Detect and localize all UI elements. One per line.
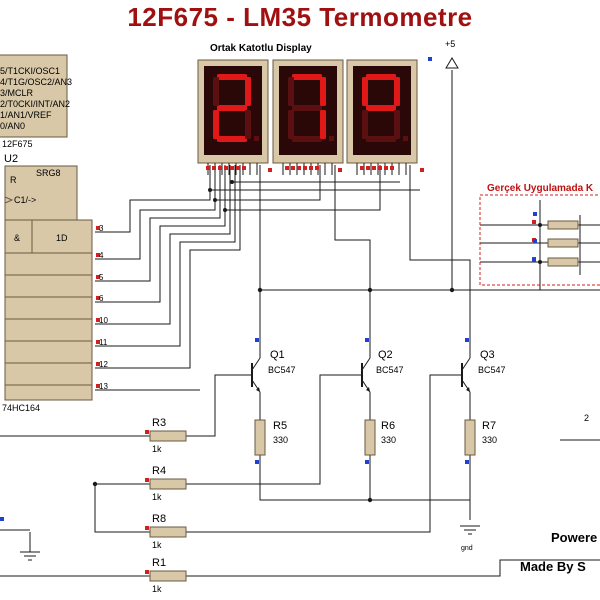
display-segment-f [362,77,368,106]
display-segment-b [245,77,251,106]
sr-reset-pin-label: R [10,175,17,185]
r6-ref-label: R6 [381,420,396,432]
footer-powered: Powere [551,530,598,545]
sr-output-pin: 12 [99,360,108,369]
pic-chip-body [0,54,68,138]
page-title: 12F675 - LM35 Termometre [127,2,473,32]
display-segment-b [320,77,326,106]
sr-output-pin: 11 [99,338,108,347]
pic-pin-label: 3/MCLR [0,88,34,98]
pic-pin-label: 1/AN1/VREF [0,110,52,120]
display-segment-g [217,105,247,111]
r1-value-label: 1k [152,584,162,594]
r7-ref-label: R7 [482,420,497,432]
r4-ref-label: R4 [152,465,167,477]
q3-ref-label: Q3 [480,349,495,361]
sr-name-label: SRG8 [36,168,61,178]
npn-transistor [240,340,261,420]
sr-ref-label: U2 [4,153,19,165]
pic-pin-label: 0/AN0 [0,121,26,131]
q3-part-label: BC547 [478,365,506,375]
gnd-label: gnd [461,545,473,552]
pic-pin-label: 2/T0CKI/INT/AN2 [0,99,71,109]
display-segment-a [292,74,322,80]
display-segment-d [366,136,396,142]
resistors-vertical [254,419,476,456]
q2-part-label: BC547 [376,365,404,375]
display-segment-g [292,105,322,111]
real-application-box [479,194,600,286]
r8-ref-label: R8 [152,513,167,525]
shift-register [4,165,93,401]
sr-data-label: 1D [56,233,68,243]
r3-value-label: 1k [152,444,162,454]
seven-segment-digit [346,59,418,175]
transistors [240,340,471,420]
display-segment-d [292,136,322,142]
sr-and-label: & [14,233,21,243]
r3-ref-label: R3 [152,417,167,429]
display-segment-a [217,74,247,80]
wires [0,70,600,577]
r5-ref-label: R5 [273,420,288,432]
ground-symbol-left [20,551,40,561]
r6-value-label: 330 [381,435,397,445]
r1-ref-label: R1 [152,557,167,569]
pic-pin-label: 4/T1G/OSC2/AN3 [0,77,73,87]
supply-label: +5 [445,39,456,49]
sr-output-pin: 10 [99,316,108,325]
npn-transistor [350,340,371,420]
misc-pin-label: 2 [584,413,590,423]
display-segment-a [366,74,396,80]
junctions [92,180,542,503]
sr-output-pin: 3 [99,224,104,233]
pin-markers [0,57,537,574]
q1-ref-label: Q1 [270,349,285,361]
display-segment-e [362,110,368,139]
display-segment-c [245,110,251,139]
sr-output-pin: 4 [99,251,104,260]
real-application-label: Gerçek Uygulamada K [487,183,594,194]
display-segment-f [288,77,294,106]
q1-part-label: BC547 [268,365,296,375]
sr-output-pin: 13 [99,382,108,391]
pic-pin-label: 5/T1CKI/OSC1 [0,66,61,76]
display-segment-e [213,110,219,139]
ground-symbol-q3 [460,525,480,535]
display-segment-f [213,77,219,106]
sr-output-pin: 6 [99,294,104,303]
seven-segment-digit [197,59,269,175]
display-segment-d [217,136,247,142]
npn-transistor [450,340,471,420]
display-segment-b [394,77,400,106]
footer-made-by: Made By S [520,559,586,574]
display-segment-g [366,105,396,111]
resistors-horizontal [149,430,187,582]
supply-arrow [445,57,459,69]
sr-clock-pin-label: C1/-> [14,195,37,205]
r5-value-label: 330 [273,435,289,445]
seven-segment-displays [197,59,418,175]
sr-output-pin: 5 [99,273,104,282]
display-segment-c [394,110,400,139]
sr-part-label: 74HC164 [2,403,41,413]
r8-value-label: 1k [152,540,162,550]
seven-segment-digit [272,59,344,175]
display-label: Ortak Katotlu Display [210,43,312,54]
r4-value-label: 1k [152,492,162,502]
display-segment-c [320,110,326,139]
r7-value-label: 330 [482,435,498,445]
pic-part-label: 12F675 [2,139,33,149]
box-resistors [547,220,579,267]
display-segment-e [288,110,294,139]
q2-ref-label: Q2 [378,349,393,361]
